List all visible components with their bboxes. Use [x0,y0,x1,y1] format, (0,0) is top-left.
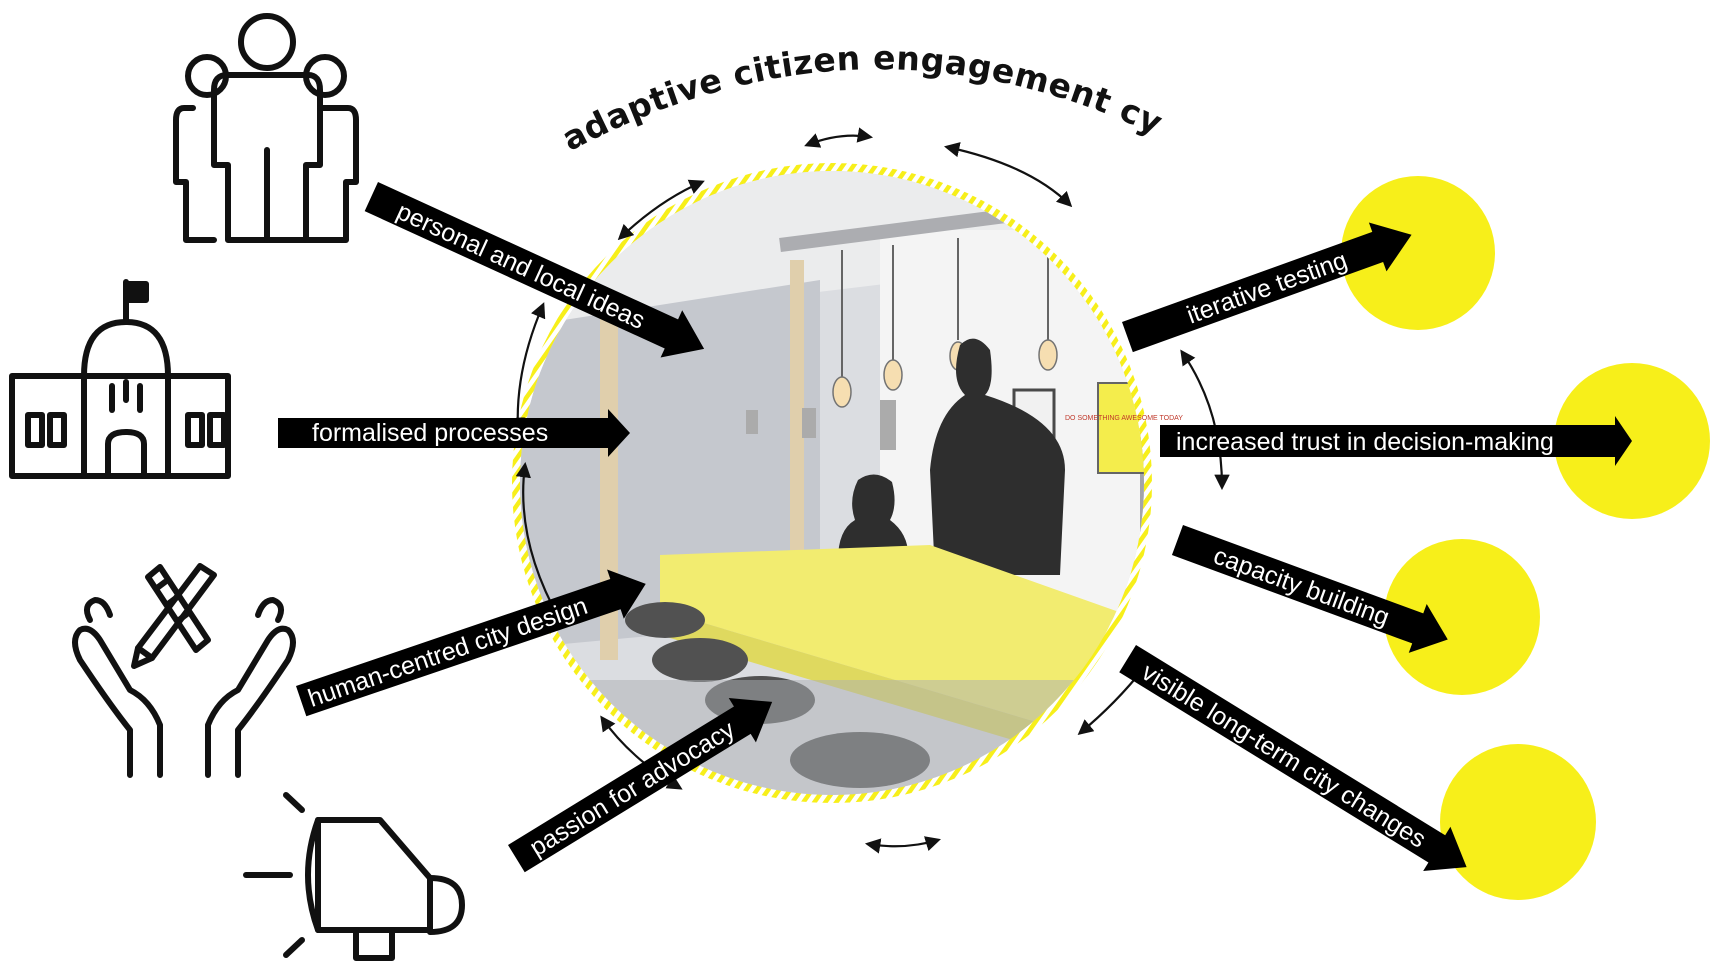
input-arrow-2: formalised processes [278,409,630,457]
government-building-icon [9,279,231,479]
hands-with-design-tools-icon [72,563,296,778]
output-circle-4 [1440,744,1596,900]
output-circle-3 [1384,539,1540,695]
output-label-4: visible long-term city changes [1137,658,1431,854]
cycle-arrow-bottom [864,836,941,854]
poster-text: DO SOMETHING AWESOME TODAY [1065,415,1183,422]
cycle-arrow-top-left [617,179,705,241]
cycle-arrow-right [1180,349,1230,491]
center-photo [520,171,1144,795]
output-circles [1341,176,1710,900]
output-label-1: iterative testing [1183,246,1351,329]
output-circle-1 [1341,176,1495,330]
output-label-2: increased trust in decision-making [1176,428,1554,456]
cycle-arrow-left-upper [509,302,546,434]
input-label-2: formalised processes [312,419,548,447]
cycle-arrow-top [804,127,874,148]
people-group-icon [173,13,359,243]
cycle-arrow-top-right [943,142,1073,208]
output-arrow-2: increased trust in decision-making [1160,416,1632,466]
cycle-arrows [509,127,1230,854]
megaphone-icon [243,792,465,961]
output-label-3: capacity building [1210,542,1393,632]
input-label-4: passion for advocacy [525,715,740,862]
input-label-3: human-centred city design [305,592,592,713]
